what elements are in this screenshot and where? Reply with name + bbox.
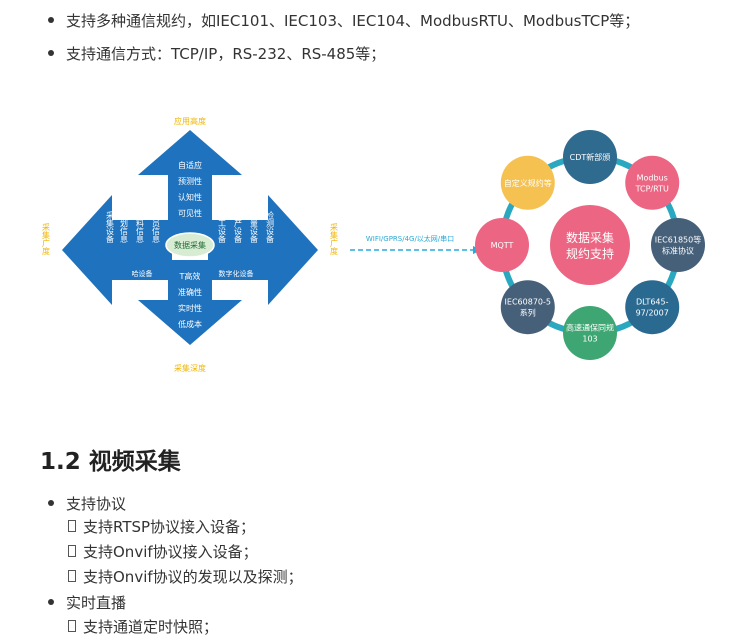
link-label: WIFI/GPRS/4G/以太网/串口 — [366, 234, 454, 243]
hub-node: ModbusTCP/RTU — [625, 155, 680, 210]
data-collection-diagram: 应用高度 数据采集 自适应 预测性 认知性 可见性 T高效 准确性 实时性 低成… — [42, 116, 705, 373]
left-label: 采集广度 — [42, 222, 51, 256]
right-label: 采集广度 — [330, 222, 339, 256]
group-label: 支持协议 — [66, 494, 127, 513]
arrow-down — [138, 260, 242, 345]
group-label: 实时直播 — [66, 593, 127, 612]
down-item: 低成本 — [178, 319, 202, 329]
arrow-left — [62, 195, 172, 305]
arrow-right — [208, 195, 318, 305]
hub-node-circle — [625, 155, 680, 210]
box-icon — [68, 520, 76, 532]
list-item: 支持协议 — [48, 491, 126, 515]
up-item: 可见性 — [178, 208, 202, 218]
sub-item: 支持Onvif协议接入设备； — [68, 540, 258, 562]
hub-node-circle — [625, 280, 680, 335]
hub-node-label: MQTT — [491, 241, 514, 250]
hub-node-circle — [475, 218, 529, 272]
hub-node-label: 标准协议 — [662, 246, 694, 256]
hub-node-circle — [563, 306, 617, 360]
sub-item: 支持Onvif协议的发现以及探测； — [68, 565, 303, 587]
list-item: 实时直播 — [48, 590, 126, 614]
hub-node-circle — [651, 218, 705, 272]
box-icon — [68, 545, 76, 557]
center-label: 数据采集 — [174, 240, 206, 250]
right-caption: 数字化设备 — [219, 269, 254, 278]
arrow-up — [138, 130, 242, 240]
down-items: T高效 准确性 实时性 低成本 — [178, 271, 202, 329]
hub-node-label: 103 — [582, 335, 597, 344]
bottom-label: 采集深度 — [174, 363, 206, 373]
hub-node-circle — [563, 130, 617, 184]
sub-item-text: 支持Onvif协议的发现以及探测； — [83, 567, 303, 586]
hub-node: IEC60870-5系列 — [500, 280, 555, 335]
left-column: 采集设备 — [106, 210, 115, 244]
list-item: 支持通信方式：TCP/IP，RS-232、RS-485等； — [48, 41, 385, 65]
hub-center-line: 规约支持 — [566, 246, 614, 261]
hub-node-circle — [500, 155, 555, 210]
hub-center-line: 数据采集 — [566, 230, 614, 245]
down-item: 准确性 — [178, 287, 202, 297]
up-items: 自适应 预测性 认知性 可见性 — [178, 160, 202, 218]
bullet-dot — [48, 599, 54, 605]
bullet-dot — [48, 500, 54, 506]
hub-node-label: Modbus — [637, 173, 668, 182]
right-columns: 加工设备 生产设备 测量设备 检测设备 — [218, 210, 275, 244]
bullet-text: 支持通信方式：TCP/IP，RS-232、RS-485等； — [66, 44, 386, 63]
hub-node: DLT645- 97/2007 — [625, 280, 680, 335]
bullet-text: 支持多种通信规约，如IEC101、IEC103、IEC104、ModbusRTU… — [66, 11, 640, 30]
right-column: 加工设备 — [218, 210, 227, 244]
left-column: 计划信息 — [120, 210, 129, 243]
link: WIFI/GPRS/4G/以太网/串口 — [350, 234, 482, 254]
up-item: 认知性 — [178, 192, 202, 202]
hub-center — [550, 205, 630, 285]
protocol-hub: 数据采集 规约支持 CDT新部颁 ModbusTCP/RTU IEC61850等标准… — [475, 130, 705, 360]
bullet-dot — [48, 17, 54, 23]
hub-node-label: CDT新部颁 — [570, 152, 611, 162]
right-column: 检测设备 — [266, 210, 275, 244]
right-column: 测量设备 — [250, 211, 259, 244]
hub-node-label: IEC60870-5 — [505, 298, 551, 307]
cross-arrow: 应用高度 数据采集 自适应 预测性 认知性 可见性 T高效 准确性 实时性 低成… — [42, 116, 339, 373]
up-item: 预测性 — [178, 176, 202, 186]
hub-node: MQTT — [475, 218, 529, 272]
hub-node-circle — [500, 280, 555, 335]
hub-node-label: 97/2007 — [636, 309, 669, 318]
hub-node: 高速通保同规 103 — [563, 306, 617, 360]
top-label: 应用高度 — [174, 116, 206, 126]
down-item: T高效 — [179, 271, 201, 281]
hub-node-label: 高速通保同规 — [566, 323, 614, 333]
list-item: 支持多种通信规约，如IEC101、IEC103、IEC104、ModbusRTU… — [48, 8, 639, 32]
section-title: 1.2 视频采集 — [40, 449, 181, 475]
hub-node-label: DLT645- — [636, 298, 669, 307]
up-item: 自适应 — [178, 160, 202, 170]
left-columns: 采集设备 计划信息 物料信息 人员信息 — [106, 210, 161, 244]
left-caption: 哈设备 — [132, 269, 153, 278]
sub-item: 支持通道定时快照； — [68, 615, 218, 637]
sub-item-text: 支持RTSP协议接入设备； — [83, 517, 256, 536]
box-icon — [68, 620, 76, 632]
sub-item: 支持RTSP协议接入设备； — [68, 515, 255, 537]
left-column: 物料信息 — [136, 210, 145, 243]
hub-node: CDT新部颁 — [563, 130, 617, 184]
hub-node-label: 自定义规约等 — [504, 178, 552, 188]
hub-node-label: TCP/RTU — [635, 184, 669, 193]
box-icon — [68, 570, 76, 582]
sub-item-text: 支持Onvif协议接入设备； — [83, 542, 258, 561]
down-item: 实时性 — [178, 303, 202, 313]
right-column: 生产设备 — [234, 210, 243, 244]
hub-node: 自定义规约等 — [500, 155, 555, 210]
left-column: 人员信息 — [152, 211, 161, 243]
center-oval — [165, 232, 215, 258]
hub-node-label: IEC61850等 — [655, 235, 701, 245]
bullet-dot — [48, 50, 54, 56]
sub-item-text: 支持通道定时快照； — [83, 617, 219, 636]
hub-node-label: 系列 — [520, 308, 536, 318]
